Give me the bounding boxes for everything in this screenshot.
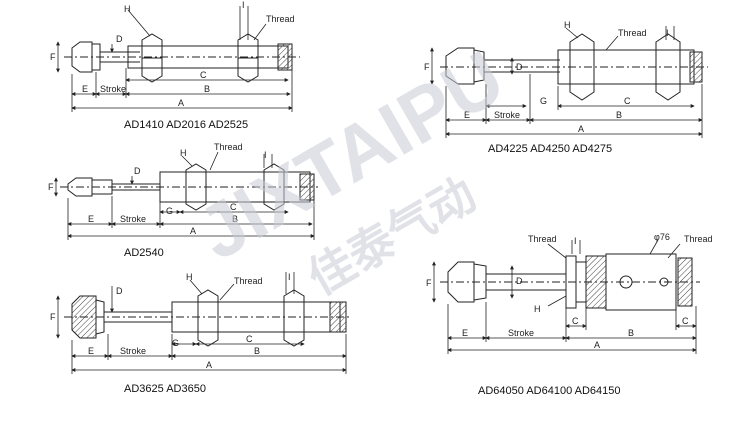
ad64050-label-a: A (594, 340, 600, 350)
ad4225-label-i: I (666, 28, 669, 38)
ad1410-label-e: E (82, 84, 88, 94)
ad64050-label-phi76: φ76 (654, 232, 670, 242)
ad1410-dimensions (56, 6, 293, 112)
ad64050-dimensions (432, 239, 697, 354)
ad4225-label-f: F (424, 62, 430, 72)
ad2540-dimensions (54, 151, 315, 240)
ad2540-label-b: B (232, 214, 238, 224)
ad3625-label-stroke: Stroke (120, 346, 146, 356)
ad1410-label-c: C (200, 70, 207, 80)
ad4225-body (440, 33, 708, 101)
ad64050-label-b: B (628, 328, 634, 338)
diagram-ad1410: H D F I Thread C E Stroke B A AD1410 AD2… (50, 0, 300, 131)
watermark: JIXTAIPU 佳泰气动 (184, 35, 518, 305)
ad64050-caption: AD64050 AD64100 AD64150 (478, 385, 621, 397)
ad1410-label-d: D (116, 34, 123, 44)
ad1410-body (64, 33, 300, 83)
ad2540-label-i: I (264, 150, 267, 160)
ad2540-body (60, 163, 318, 211)
ad2540-label-stroke: Stroke (120, 214, 146, 224)
ad4225-label-a: A (578, 124, 584, 134)
ad2540-label-thread: Thread (214, 142, 243, 152)
ad1410-label-a: A (178, 98, 184, 108)
ad3625-label-i: I (288, 272, 291, 282)
ad3625-label-f: F (50, 312, 56, 322)
ad64050-label-e: E (462, 328, 468, 338)
ad3625-body (64, 289, 352, 347)
diagram-ad64050: Thread I φ76 Thread D F H C C E Stroke B… (426, 232, 713, 397)
ad1410-label-f: F (50, 52, 56, 62)
ad1410-caption: AD1410 AD2016 AD2525 (124, 119, 248, 131)
ad64050-label-c-right: C (682, 316, 689, 326)
ad64050-label-stroke: Stroke (508, 328, 534, 338)
ad1410-label-i: I (242, 0, 245, 10)
ad4225-dimensions (430, 26, 703, 138)
ad3625-label-b: B (254, 346, 260, 356)
ad4225-label-g: G (540, 96, 547, 106)
ad2540-label-f: F (48, 182, 54, 192)
ad4225-label-b: B (616, 110, 622, 120)
ad4225-label-e: E (464, 110, 470, 120)
ad64050-label-thread-left: Thread (528, 234, 557, 244)
ad4225-caption: AD4225 AD4250 AD4275 (488, 143, 612, 155)
ad1410-label-thread: Thread (266, 14, 295, 24)
ad3625-label-a: A (206, 360, 212, 370)
ad1410-label-b: B (204, 84, 210, 94)
ad1410-label-h: H (124, 4, 131, 14)
ad2540-label-e: E (88, 214, 94, 224)
diagram-ad4225: H D F I Thread G C E Stroke B A AD4225 A… (424, 20, 708, 155)
ad3625-label-thread: Thread (234, 276, 263, 286)
ad4225-label-c: C (624, 96, 631, 106)
ad4225-label-stroke: Stroke (494, 110, 520, 120)
ad2540-label-a: A (190, 226, 196, 236)
ad64050-label-f: F (426, 278, 432, 288)
ad3625-caption: AD3625 AD3650 (124, 383, 206, 395)
ad2540-label-h: H (180, 148, 187, 158)
ad64050-label-d: D (516, 276, 523, 286)
ad64050-label-h: H (534, 304, 541, 314)
ad64050-label-thread-right: Thread (684, 234, 713, 244)
ad4225-label-thread: Thread (618, 28, 647, 38)
ad3625-label-g: G (172, 338, 179, 348)
ad3625-label-c: C (246, 334, 253, 344)
ad64050-label-c-left: C (572, 316, 579, 326)
ad4225-label-h: H (564, 20, 571, 30)
ad64050-label-i: I (574, 236, 577, 246)
ad3625-dimensions (56, 272, 347, 374)
ad2540-label-c: C (230, 202, 237, 212)
ad1410-label-stroke: Stroke (100, 84, 126, 94)
ad2540-caption: AD2540 (124, 247, 164, 259)
ad4225-label-d: D (516, 62, 523, 72)
diagram-ad2540: H D F I Thread G C E Stroke B A AD2540 (48, 142, 318, 259)
ad64050-body (440, 253, 700, 311)
ad2540-label-g: G (166, 206, 173, 216)
ad3625-label-d: D (116, 286, 123, 296)
ad2540-label-d: D (134, 166, 141, 176)
diagram-ad3625: H D F I Thread G C E Stroke B A AD3625 A… (50, 272, 352, 395)
ad3625-label-h: H (186, 272, 193, 282)
ad3625-label-e: E (88, 346, 94, 356)
